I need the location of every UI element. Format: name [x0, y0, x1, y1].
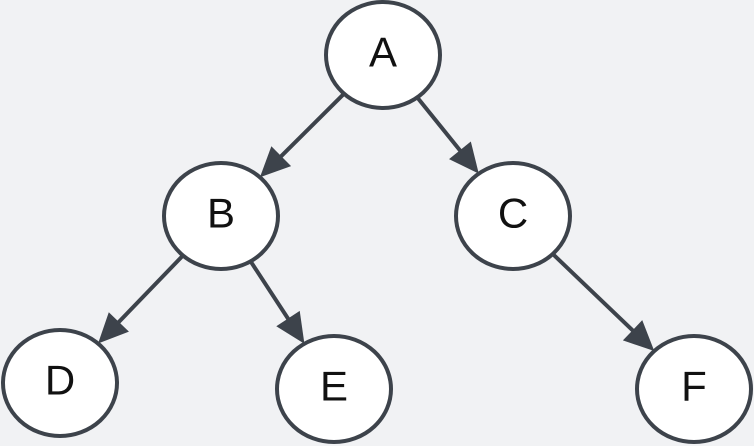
node-label: E — [320, 363, 348, 410]
edge-a-c — [415, 96, 463, 154]
node-circle — [324, 0, 442, 110]
node-e: E — [275, 334, 393, 444]
arrowhead-icon — [622, 320, 655, 352]
arrowhead-icon — [449, 141, 479, 174]
node-d: D — [1, 328, 119, 438]
node-circle — [635, 334, 753, 444]
node-label: C — [498, 190, 528, 237]
node-circle — [275, 334, 393, 444]
node-a: A — [324, 0, 442, 110]
node-circle — [1, 328, 119, 438]
edge-b-d — [116, 254, 185, 325]
arrowhead-icon — [259, 146, 292, 178]
node-c: C — [454, 161, 572, 271]
node-label: A — [369, 29, 397, 76]
node-label: F — [681, 363, 707, 410]
node-b: B — [162, 161, 280, 271]
edge-c-f — [551, 252, 636, 334]
node-circle — [454, 161, 572, 271]
node-f: F — [635, 334, 753, 444]
edges-layer — [98, 92, 655, 352]
node-circle — [162, 161, 280, 271]
node-label: D — [45, 357, 75, 404]
arrowhead-icon — [276, 310, 305, 344]
node-label: B — [207, 190, 235, 237]
edge-a-b — [278, 92, 346, 159]
edge-b-e — [248, 260, 291, 322]
arrowhead-icon — [98, 312, 129, 344]
